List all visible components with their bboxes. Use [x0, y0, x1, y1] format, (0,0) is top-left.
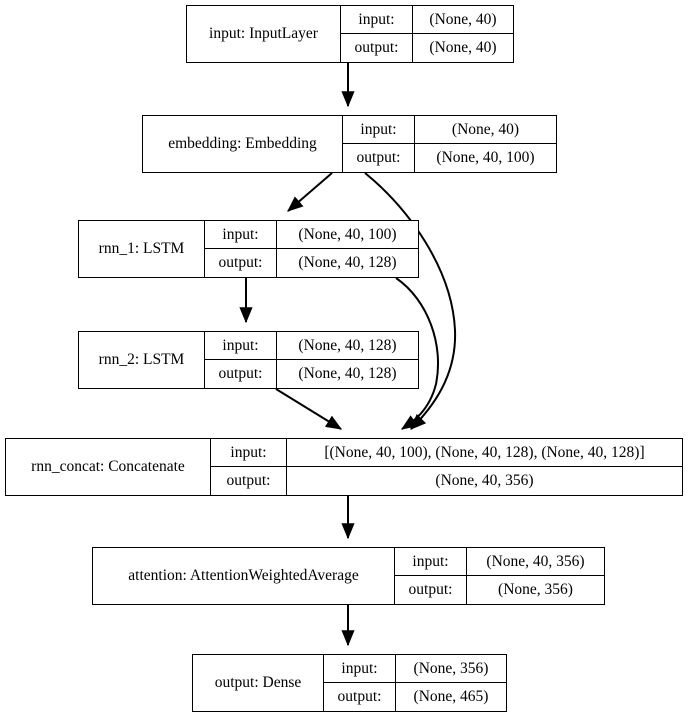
io-shape-input: (None, 40, 356) [486, 552, 585, 570]
io-shape-input: (None, 40) [451, 120, 520, 138]
layer-io-row-input: input: (None, 40, 128) [205, 332, 418, 360]
io-shape-input: (None, 40, 100) [298, 225, 397, 243]
io-shape-input: [(None, 40, 100), (None, 40, 128), (None… [324, 443, 645, 461]
io-shape-output: (None, 465) [413, 688, 489, 705]
layer-io-table-rnn-1: input: (None, 40, 100) output: (None, 40… [205, 221, 418, 277]
layer-name-output: output: Dense [193, 655, 324, 711]
io-label-output: output: [205, 249, 277, 277]
edge-embedding-to-rnn-concat [364, 172, 457, 430]
io-label-output: output: [395, 576, 467, 604]
io-shape-output: (None, 40, 100) [436, 149, 535, 166]
io-label-output: output: [211, 467, 287, 495]
layer-node-input[interactable]: input: InputLayer input: (None, 40) outp… [186, 5, 514, 63]
io-label-input: input: [343, 116, 415, 143]
io-label-output: output: [205, 360, 277, 388]
layer-io-table-attention: input: (None, 40, 356) output: (None, 35… [395, 548, 604, 604]
layer-io-row-input: input: (None, 40, 100) [205, 221, 418, 249]
layer-io-row-input: input: (None, 40, 356) [395, 548, 604, 576]
layer-io-row-output: output: (None, 40, 100) [343, 144, 556, 172]
layer-io-table-input: input: (None, 40) output: (None, 40) [341, 6, 513, 62]
io-shape-output: (None, 356) [498, 581, 573, 598]
io-label-input: input: [205, 332, 277, 359]
layer-name-input: input: InputLayer [187, 6, 341, 62]
io-shape-output: (None, 40, 128) [298, 365, 397, 382]
layer-name-rnn-1: rnn_1: LSTM [79, 221, 205, 277]
layer-io-row-output: output: (None, 465) [324, 683, 506, 711]
layer-io-row-input: input: (None, 356) [324, 655, 506, 683]
layer-name-embedding: embedding: Embedding [143, 116, 343, 172]
io-shape-input: (None, 356) [413, 659, 489, 677]
layer-node-embedding[interactable]: embedding: Embedding input: (None, 40) o… [142, 115, 557, 173]
layer-io-row-output: output: (None, 356) [395, 576, 604, 604]
layer-io-table-embedding: input: (None, 40) output: (None, 40, 100… [343, 116, 556, 172]
layer-name-attention: attention: AttentionWeightedAverage [93, 548, 395, 604]
io-shape-input: (None, 40) [429, 10, 497, 28]
layer-io-row-output: output: (None, 40) [341, 34, 513, 62]
layer-io-row-output: output: (None, 40, 356) [211, 467, 682, 495]
io-shape-output: (None, 40, 128) [298, 254, 397, 271]
layer-name-rnn-concat: rnn_concat: Concatenate [6, 439, 211, 495]
io-shape-output: (None, 40) [429, 39, 497, 56]
io-label-output: output: [324, 683, 396, 711]
io-label-input: input: [324, 655, 396, 682]
layer-io-table-output: input: (None, 356) output: (None, 465) [324, 655, 506, 711]
layer-node-rnn-1[interactable]: rnn_1: LSTM input: (None, 40, 100) outpu… [78, 220, 419, 278]
layer-io-row-input: input: [(None, 40, 100), (None, 40, 128)… [211, 439, 682, 467]
layer-io-row-output: output: (None, 40, 128) [205, 360, 418, 388]
io-shape-output: (None, 40, 356) [435, 472, 534, 489]
edge-embedding-to-rnn-1 [287, 172, 333, 212]
layer-io-row-input: input: (None, 40) [343, 116, 556, 144]
io-label-input: input: [341, 6, 413, 33]
layer-node-rnn-concat[interactable]: rnn_concat: Concatenate input: [(None, 4… [5, 438, 683, 496]
layer-io-table-rnn-concat: input: [(None, 40, 100), (None, 40, 128)… [211, 439, 682, 495]
layer-io-row-input: input: (None, 40) [341, 6, 513, 34]
layer-io-table-rnn-2: input: (None, 40, 128) output: (None, 40… [205, 332, 418, 388]
layer-node-rnn-2[interactable]: rnn_2: LSTM input: (None, 40, 128) outpu… [78, 331, 419, 389]
io-label-output: output: [343, 144, 415, 172]
io-label-output: output: [341, 34, 413, 62]
layer-node-attention[interactable]: attention: AttentionWeightedAverage inpu… [92, 547, 605, 605]
io-label-input: input: [395, 548, 467, 575]
io-shape-input: (None, 40, 128) [298, 336, 397, 354]
layer-name-rnn-2: rnn_2: LSTM [79, 332, 205, 388]
layer-node-output[interactable]: output: Dense input: (None, 356) output:… [192, 654, 507, 712]
layer-io-row-output: output: (None, 40, 128) [205, 249, 418, 277]
edge-rnn-2-to-rnn-concat [275, 388, 343, 430]
io-label-input: input: [211, 439, 287, 466]
io-label-input: input: [205, 221, 277, 248]
